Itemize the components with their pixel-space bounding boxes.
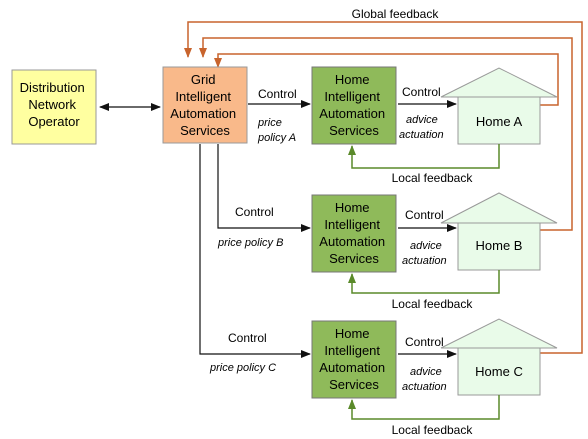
local-feedback-line-c <box>348 395 500 420</box>
svg-text:Home Intelligent: Home Intelligent Automation Services <box>319 326 388 392</box>
global-feedback-line-b <box>199 37 573 231</box>
row-b: Control price policy B Home Intelligent … <box>217 192 558 311</box>
home-c-label: Home C <box>475 364 523 379</box>
local-feedback-line-b <box>348 270 500 294</box>
global-feedback-line-a <box>214 53 559 106</box>
home-a-label: Home A <box>476 114 523 129</box>
local-feedback-label-b: Local feedback <box>392 297 474 311</box>
home-a: Home A <box>440 67 558 145</box>
svg-text:Home Intelligent: Home Intelligent Automation Services <box>319 72 388 138</box>
local-feedback-label-a: Local feedback <box>392 171 474 185</box>
svg-text:Distribution Network: Distribution Network Operator <box>20 80 89 129</box>
control-label-home-b: Control <box>405 208 444 222</box>
home-b: Home B <box>440 192 558 271</box>
grid-line-2: Intelligent <box>175 89 231 104</box>
price-policy-a-line-1: price <box>257 117 282 129</box>
grid-line-4: Services <box>180 123 230 138</box>
local-feedback-label-c: Local feedback <box>392 423 474 437</box>
svg-text:price policy A: price policy A <box>257 117 296 144</box>
home-b-label: Home B <box>476 238 523 253</box>
advice-label-a: advice <box>406 114 438 126</box>
control-arrow-c <box>199 144 311 358</box>
dno-line-1: Distribution <box>20 80 85 95</box>
dno-line-3: Operator <box>28 114 80 129</box>
row-a: Control price policy A Home Intelligent … <box>257 66 558 185</box>
control-label-b: Control <box>235 205 274 219</box>
actuation-label-c: actuation <box>402 381 447 393</box>
advice-label-c: advice <box>410 366 442 378</box>
price-policy-c: price policy C <box>209 362 276 374</box>
grid-line-3: Automation <box>170 106 236 121</box>
control-label-home-a: Control <box>402 85 441 99</box>
control-label-a: Control <box>258 87 297 101</box>
global-feedback-line-c <box>184 21 583 354</box>
hias-box-a: Home Intelligent Automation Services <box>311 66 397 145</box>
dno-line-2: Network <box>28 97 76 112</box>
hias-box-c: Home Intelligent Automation Services <box>311 320 397 399</box>
svg-text:Home Intelligent: Home Intelligent Automation Services <box>319 200 388 266</box>
advice-label-b: advice <box>410 240 442 252</box>
actuation-label-b: actuation <box>402 255 447 267</box>
price-policy-b: price policy B <box>217 237 283 249</box>
control-arrow-b <box>217 144 311 232</box>
hias-box-b: Home Intelligent Automation Services <box>311 194 397 273</box>
price-policy-a-line-2: policy A <box>257 132 296 144</box>
grid-line-1: Grid <box>191 72 216 87</box>
global-feedback-lines <box>184 21 583 354</box>
home-c: Home C <box>440 318 558 396</box>
control-label-c: Control <box>228 331 267 345</box>
svg-text:Grid Intelligent A: Grid Intelligent Automation Services <box>170 72 239 138</box>
global-feedback-label: Global feedback <box>352 7 440 21</box>
control-label-home-c: Control <box>405 335 444 349</box>
dno-box: Distribution Network Operator <box>11 69 97 145</box>
actuation-label-a: actuation <box>399 129 444 141</box>
local-feedback-line-a <box>348 144 500 169</box>
grid-box: Grid Intelligent Automation Services <box>162 66 248 144</box>
row-c: Control price policy C Home Intelligent … <box>209 318 558 437</box>
